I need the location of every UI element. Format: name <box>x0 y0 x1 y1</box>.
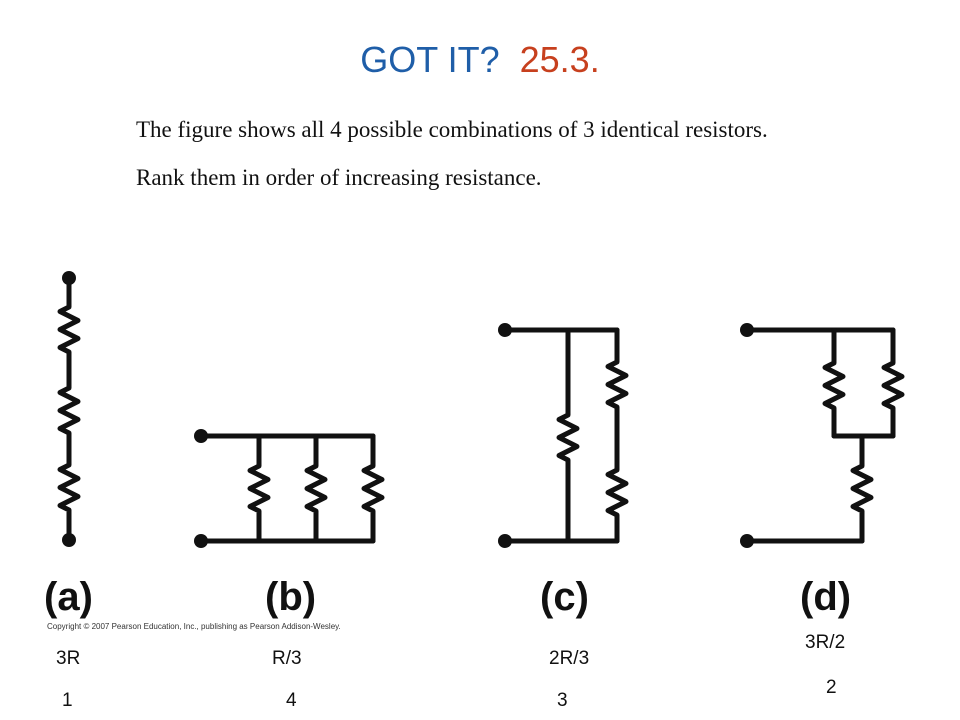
circuit-d <box>744 327 902 544</box>
answer-a-rank: 1 <box>62 690 73 711</box>
copyright-text: Copyright © 2007 Pearson Education, Inc.… <box>47 622 341 631</box>
question-line-1: The figure shows all 4 possible combinat… <box>136 117 768 142</box>
answer-b-rank: 4 <box>286 690 297 711</box>
answer-d-value: 3R/2 <box>805 632 846 653</box>
label-c: (c) <box>540 575 589 619</box>
circuit-c <box>502 327 626 544</box>
answer-a-value: 3R <box>56 648 81 669</box>
terminal-dots <box>62 271 754 548</box>
label-b: (b) <box>265 575 317 619</box>
answer-b-value: R/3 <box>272 648 302 669</box>
label-d: (d) <box>800 575 852 619</box>
circuit-b <box>198 433 382 544</box>
circuit-a <box>60 275 78 543</box>
title-number: 25.3. <box>519 39 600 80</box>
answer-c-rank: 3 <box>557 690 568 711</box>
page-title: GOT IT? 25.3. <box>0 38 960 82</box>
label-a: (a) <box>44 575 93 619</box>
question-line-2: Rank them in order of increasing resista… <box>136 165 542 190</box>
title-prefix: GOT IT? <box>360 39 500 80</box>
answer-c-value: 2R/3 <box>549 648 590 669</box>
answer-d-rank: 2 <box>826 677 837 698</box>
